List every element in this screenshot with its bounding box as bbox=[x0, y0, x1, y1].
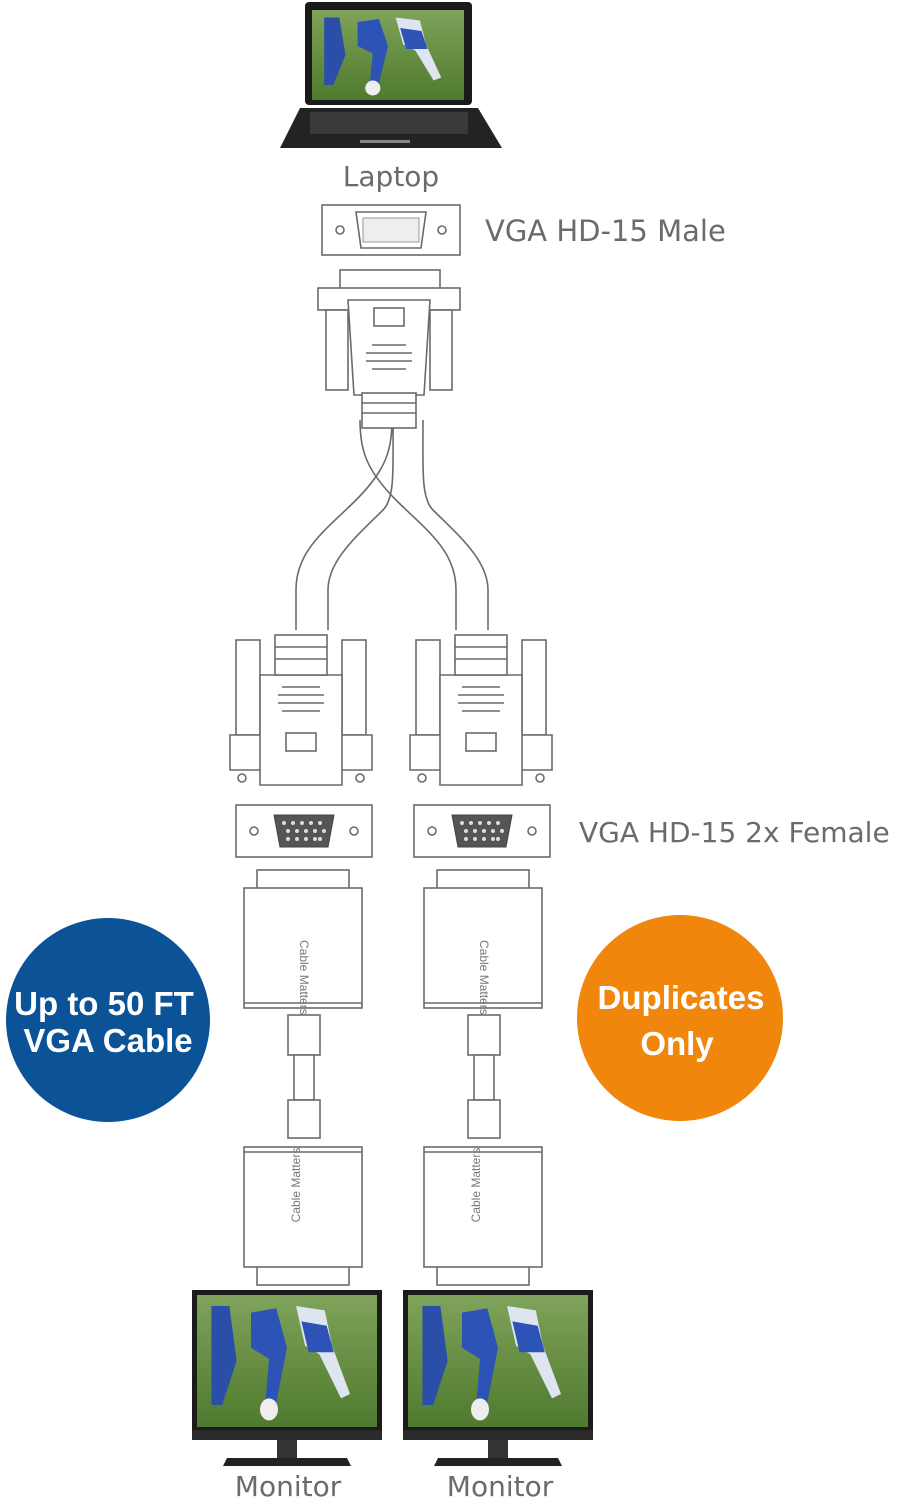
laptop-image bbox=[280, 2, 502, 148]
cable-length-badge: Up to 50 FT VGA Cable bbox=[6, 918, 210, 1122]
female-port-label: VGA HD-15 2x Female bbox=[579, 816, 890, 849]
monitor-right-label: Monitor bbox=[447, 1470, 554, 1500]
vga-female-port-icon-left bbox=[235, 804, 373, 858]
laptop-label: Laptop bbox=[343, 160, 439, 193]
brand-label: Cable Matters bbox=[289, 1148, 303, 1223]
monitor-left-label: Monitor bbox=[235, 1470, 342, 1500]
brand-label: Cable Matters bbox=[469, 1148, 483, 1223]
monitor-right-image bbox=[403, 1290, 593, 1466]
male-port-label: VGA HD-15 Male bbox=[485, 214, 726, 248]
vga-cable-right: Cable Matters Cable Matters bbox=[423, 869, 543, 1286]
svg-text:Only: Only bbox=[640, 1025, 714, 1062]
vga-male-port-icon bbox=[321, 204, 461, 256]
vga-male-connector bbox=[295, 269, 489, 630]
brand-label: Cable Matters bbox=[477, 940, 491, 1015]
brand-label: Cable Matters bbox=[297, 940, 311, 1015]
vga-female-port-icon-right bbox=[413, 804, 551, 858]
vga-female-connector-left bbox=[229, 634, 373, 786]
monitor-left-image bbox=[192, 1290, 382, 1466]
svg-text:VGA Cable: VGA Cable bbox=[23, 1022, 192, 1059]
vga-female-connector-right bbox=[409, 634, 553, 786]
svg-text:Duplicates: Duplicates bbox=[598, 979, 765, 1016]
svg-text:Up to 50 FT: Up to 50 FT bbox=[14, 985, 194, 1022]
duplicates-only-badge: Duplicates Only bbox=[577, 915, 783, 1121]
vga-cable-left: Cable Matters Cable Matters bbox=[243, 869, 363, 1286]
